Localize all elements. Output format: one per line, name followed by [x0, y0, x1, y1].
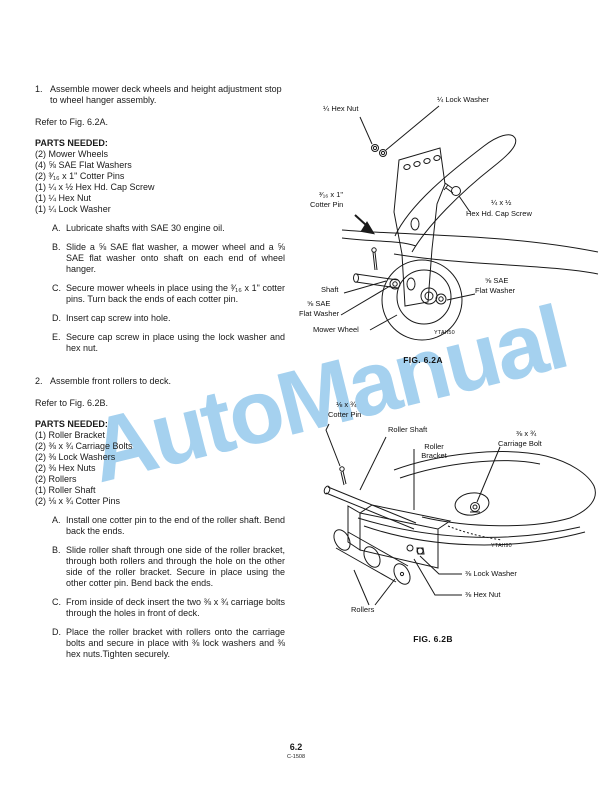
section-1-steps: A. Lubricate shafts with SAE 30 engine o…	[35, 223, 285, 354]
section-2-parts-heading: PARTS NEEDED:	[35, 419, 108, 429]
section-1-title: Assemble mower deck wheels and height ad…	[50, 84, 282, 105]
step-text: Secure mower wheels in place using the ³…	[66, 283, 285, 304]
fig-b-label-roller-bracket-line1: Roller	[424, 442, 444, 451]
part-line: (2) ⅜ x ¾ Carriage Bolts	[35, 441, 133, 451]
section-1-number: 1.	[35, 84, 43, 94]
fig-b-label-cotter-pin-size: ⅛ x ¾	[336, 400, 357, 409]
part-line: (2) Mower Wheels	[35, 149, 109, 159]
fig-b-caption: FIG. 6.2B	[413, 634, 453, 644]
section-2-steps: A. Install one cotter pin to the end of …	[35, 515, 285, 660]
step-letter: A.	[52, 223, 61, 233]
part-line: (1) ¼ Hex Nut	[35, 193, 92, 203]
section-2-parts-list: (1) Roller Bracket (2) ⅜ x ¾ Carriage Bo…	[35, 430, 285, 507]
fig-a-ref-code: YTAII50	[434, 330, 455, 336]
step-text: Slide a ⅝ SAE flat washer, a mower wheel…	[66, 242, 285, 274]
step-letter: D.	[52, 627, 61, 637]
fig-a-label-shaft: Shaft	[321, 285, 339, 294]
part-line: (2) Rollers	[35, 474, 77, 484]
section-1-parts-heading: PARTS NEEDED:	[35, 138, 108, 148]
fig-a-label-cotter-pin-size: ³⁄₁₆ x 1"	[319, 190, 344, 199]
fig-b-label-roller-bracket-line2: Bracket	[421, 451, 447, 460]
fig-b-label-roller-shaft: Roller Shaft	[388, 425, 428, 434]
fig-b-ref-code: YTAII90	[491, 543, 512, 549]
fig-b-drawing	[323, 423, 596, 606]
step-text: Insert cap screw into hole.	[66, 313, 171, 323]
step-row: A. Lubricate shafts with SAE 30 engine o…	[52, 223, 285, 234]
page-number: 6.2	[289, 742, 303, 752]
step-row: C. Secure mower wheels in place using th…	[52, 283, 285, 305]
part-line: (1) ¼ Lock Washer	[35, 204, 111, 214]
fig-a-label-flat-washer-left: Flat Washer	[299, 309, 340, 318]
step-letter: E.	[52, 332, 61, 342]
section-1-refer: Refer to Fig. 6.2A.	[35, 117, 109, 127]
figure-6-2b: ⅛ x ¾ Cotter Pin Roller Shaft Roller Bra…	[298, 398, 608, 653]
step-text: Slide roller shaft through one side of t…	[66, 545, 285, 588]
fig-b-label-carriage-bolt-size: ⅜ x ¾	[516, 429, 537, 438]
step-row: D. Insert cap screw into hole.	[52, 313, 285, 324]
step-letter: C.	[52, 597, 61, 607]
step-text: Install one cotter pin to the end of the…	[66, 515, 285, 536]
step-text: Place the roller bracket with rollers on…	[66, 627, 285, 659]
step-row: C. From inside of deck insert the two ⅜ …	[52, 597, 285, 619]
part-line: (2) ³⁄₁₆ x 1" Cotter Pins	[35, 171, 125, 181]
step-text: From inside of deck insert the two ⅜ x ¾…	[66, 597, 285, 618]
section-1-heading: 1. Assemble mower deck wheels and height…	[35, 84, 285, 106]
step-row: B. Slide roller shaft through one side o…	[52, 545, 285, 589]
part-line: (2) ⅜ Lock Washers	[35, 452, 116, 462]
fig-a-label-cotter-pin: Cotter Pin	[310, 200, 344, 209]
step-letter: A.	[52, 515, 61, 525]
section-2-refer: Refer to Fig. 6.2B.	[35, 398, 109, 408]
fig-b-label-cotter-pin: Cotter Pin	[328, 410, 362, 419]
step-row: D. Place the roller bracket with rollers…	[52, 627, 285, 660]
instructions-column: 1. Assemble mower deck wheels and height…	[35, 84, 285, 660]
step-letter: D.	[52, 313, 61, 323]
fig-b-label-rollers: Rollers	[351, 605, 375, 614]
step-letter: B.	[52, 545, 61, 555]
fig-a-label-flat-washer-left-size: ⅝ SAE	[307, 299, 331, 308]
step-letter: C.	[52, 283, 61, 293]
fig-b-label-hex-nut: ⅜ Hex Nut	[465, 590, 501, 599]
fig-a-label-cap-screw-size: ¼ x ½	[491, 198, 512, 207]
fig-a-label-flat-washer-right-size: ⅝ SAE	[485, 276, 509, 285]
part-line: (1) Roller Shaft	[35, 485, 96, 495]
step-row: B. Slide a ⅝ SAE flat washer, a mower wh…	[52, 242, 285, 275]
step-row: A. Install one cotter pin to the end of …	[52, 515, 285, 537]
fig-b-label-lock-washer: ⅜ Lock Washer	[465, 569, 517, 578]
fig-a-label-lock-washer: ¼ Lock Washer	[437, 95, 489, 104]
fig-a-label-hex-nut: ¼ Hex Nut	[323, 104, 359, 113]
part-line: (2) ⅛ x ¾ Cotter Pins	[35, 496, 121, 506]
section-2-heading: 2. Assemble front rollers to deck.	[35, 376, 285, 387]
fig-a-label-cap-screw: Hex Hd. Cap Screw	[466, 209, 532, 218]
step-text: Secure cap screw in place using the lock…	[66, 332, 285, 353]
part-line: (4) ⅝ SAE Flat Washers	[35, 160, 132, 170]
part-line: (1) Roller Bracket	[35, 430, 106, 440]
fig-a-drawing	[340, 105, 599, 341]
figure-6-2a: ¼ Hex Nut ¼ Lock Washer ³⁄₁₆ x 1" Cotter…	[298, 84, 603, 376]
doc-code: C-1508	[286, 754, 306, 760]
fig-a-label-flat-washer-right: Flat Washer	[475, 286, 516, 295]
section-2-number: 2.	[35, 376, 43, 386]
fig-b-label-carriage-bolt: Carriage Bolt	[498, 439, 542, 448]
step-letter: B.	[52, 242, 61, 252]
section-2-title: Assemble front rollers to deck.	[50, 376, 172, 386]
fig-a-caption: FIG. 6.2A	[403, 355, 443, 365]
step-row: E. Secure cap screw in place using the l…	[52, 332, 285, 354]
fig-a-label-mower-wheel: Mower Wheel	[313, 325, 359, 334]
part-line: (1) ¼ x ½ Hex Hd. Cap Screw	[35, 182, 155, 192]
step-text: Lubricate shafts with SAE 30 engine oil.	[66, 223, 225, 233]
part-line: (2) ⅜ Hex Nuts	[35, 463, 96, 473]
section-1-parts-list: (2) Mower Wheels (4) ⅝ SAE Flat Washers …	[35, 149, 285, 215]
